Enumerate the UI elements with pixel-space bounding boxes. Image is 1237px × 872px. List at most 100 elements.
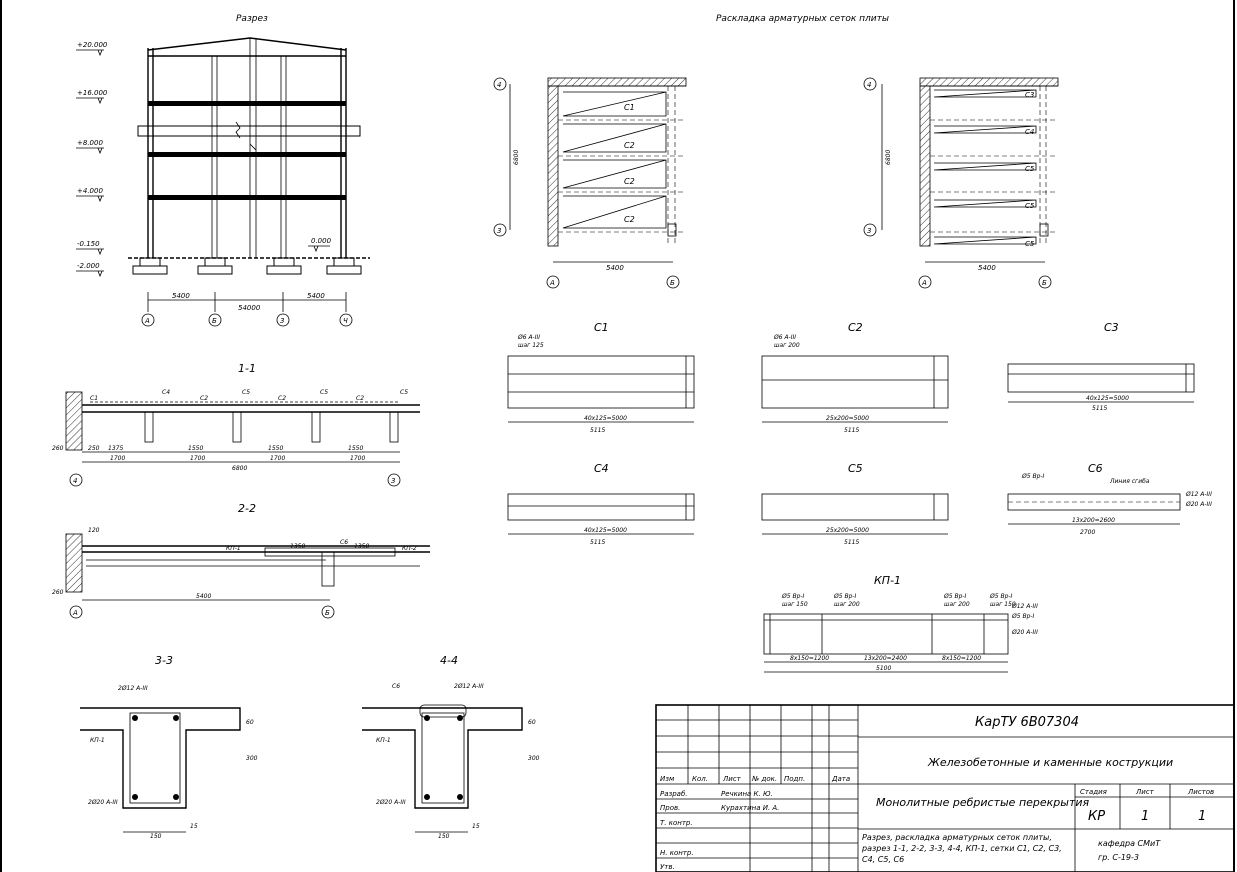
s44-300: 300 xyxy=(528,755,540,762)
section-2-2: 2-2 КП-1 КП-2 С6 1350 1350 120 5400 260 … xyxy=(52,502,430,619)
plan2-axis-b: Б xyxy=(1042,279,1047,287)
s11-1550b: 1550 xyxy=(268,445,283,452)
row-role-5: Утв. xyxy=(660,863,675,871)
c2-title: С2 xyxy=(848,321,863,334)
row-role-1: Пров. xyxy=(660,804,680,812)
mesh-label-c2-1: С2 xyxy=(624,141,635,150)
mesh-c5: С5 25х200=5000 5115 xyxy=(761,462,949,546)
s33-kp: КП-1 xyxy=(90,737,105,744)
s11-c2a: С2 xyxy=(200,395,208,402)
mesh-layout-title: Раскладка арматурных сеток плиты xyxy=(716,14,889,24)
s44-c6: С6 xyxy=(392,683,400,690)
s11-c5a: С5 xyxy=(242,389,250,396)
section-4-4: 4-4 С6 2Ø12 A-III КП-1 2Ø20 A-III 150 15… xyxy=(362,654,540,840)
mesh-c2: С2 Ø6 A-III шаг 200 25х200=5000 5115 xyxy=(761,321,949,434)
c6-r2: Ø20 A-III xyxy=(1185,501,1212,508)
s11-c5c: С5 xyxy=(400,389,408,396)
dim-bay-left: 5400 xyxy=(172,292,190,300)
plan2-dim-5400: 5400 xyxy=(978,264,996,272)
c6-title: С6 xyxy=(1088,462,1103,475)
stamp-group: гр. С-19-3 xyxy=(1098,853,1139,862)
s33-top: 2Ø12 A-III xyxy=(118,685,148,692)
s22-c6: С6 xyxy=(340,539,348,546)
s22-kp2: КП-2 xyxy=(402,545,417,552)
axis-3: 3 xyxy=(280,317,284,325)
plan-axis-3: 3 xyxy=(497,227,501,235)
s33-60: 60 xyxy=(246,719,254,726)
c6-axis: Линия сгиба xyxy=(1109,478,1150,485)
dim-bay-right: 5400 xyxy=(307,292,325,300)
mesh-label-c1: С1 xyxy=(624,103,635,112)
stamp-sheet-label: Лист xyxy=(1135,788,1155,796)
s22-axis-a: А xyxy=(72,609,78,617)
c1-title: С1 xyxy=(594,321,609,334)
c1-bar: Ø6 A-III xyxy=(517,334,540,341)
s11-c1: С1 xyxy=(90,395,98,402)
s11-6800: 6800 xyxy=(232,465,247,472)
stamp-stage: КР xyxy=(1088,809,1105,824)
kp1-r2: Ø5 Bp-I xyxy=(1011,613,1035,620)
plan2-axis-4: 4 xyxy=(867,81,871,89)
s44-15: 15 xyxy=(472,823,480,830)
c6-len: 13х200=2600 xyxy=(1072,517,1115,524)
kp1-total: 5100 xyxy=(876,665,891,672)
elev-16: +16.000 xyxy=(77,89,108,97)
mesh-c3: С3 40х125=5000 5115 xyxy=(1007,321,1195,412)
s22-axis-b: Б xyxy=(325,609,330,617)
row-name-0: Речкина К. Ю. xyxy=(721,790,773,798)
s11-1550a: 1550 xyxy=(188,445,203,452)
kp1-bar4: Ø5 Bp-I xyxy=(989,593,1013,600)
mesh-c6: С6 Ø5 Bp-I Линия сгиба Ø12 A-III Ø20 A-I… xyxy=(1007,462,1212,536)
stamp-title: Монолитные ребристые перекрытия xyxy=(876,796,1090,809)
s22-120: 120 xyxy=(88,527,100,534)
sec-1-1-title: 1-1 xyxy=(238,362,256,375)
stamp-dept: кафедра СМиТ xyxy=(1098,839,1161,848)
kp1-title: КП-1 xyxy=(874,574,901,587)
mesh-plan-right: С3 С4 С5 С5 С5 6800 4 3 5400 А Б xyxy=(863,77,1059,289)
s11-c5b: С5 xyxy=(320,389,328,396)
stamp-discipline: Железобетонные и каменные кострукции xyxy=(927,756,1173,769)
mesh-label-c2-2: С2 xyxy=(624,177,635,186)
s33-15: 15 xyxy=(190,823,198,830)
elev-0: 0.000 xyxy=(311,237,332,245)
kp1-step3: шаг 200 xyxy=(944,601,970,608)
c1-step: шаг 125 xyxy=(518,342,544,349)
s22-1350a: 1350 xyxy=(290,543,305,550)
s44-150: 150 xyxy=(438,833,450,840)
kp1-step1: шаг 150 xyxy=(782,601,808,608)
stamp-code: КарТУ 6В07304 xyxy=(975,715,1079,730)
mesh-plan-left: С1 С2 С2 С2 6800 4 3 5400 А Б xyxy=(493,77,687,289)
mesh-label-c5-1: С5 xyxy=(1025,165,1035,173)
c1-len: 40х125=5000 xyxy=(584,415,627,422)
kp1-bar1: Ø5 Bp-I xyxy=(781,593,805,600)
plan2-dim-6800: 6800 xyxy=(885,150,892,165)
s33-300: 300 xyxy=(246,755,258,762)
elev-m015: -0.150 xyxy=(77,240,100,248)
s33-150: 150 xyxy=(150,833,162,840)
s11-axis-3: 3 xyxy=(391,477,395,485)
mesh-label-c3: С3 xyxy=(1025,91,1034,99)
s44-60: 60 xyxy=(528,719,536,726)
kp1-step4: шаг 150 xyxy=(990,601,1016,608)
s11-c2c: С2 xyxy=(356,395,364,402)
col-doc: № док. xyxy=(751,775,777,783)
building-section: Разрез xyxy=(76,14,370,327)
plan-axis-b: Б xyxy=(670,279,675,287)
col-sign: Подп. xyxy=(784,775,805,783)
mesh-label-c2-3: С2 xyxy=(624,215,635,224)
sec-2-2-title: 2-2 xyxy=(238,502,256,515)
mesh-label-c5-3: С5 xyxy=(1025,240,1035,248)
c1-total: 5115 xyxy=(590,427,605,434)
section-1-1: 1-1 С1 С4 С2 С5 С2 С5 С2 С5 250 1375 155… xyxy=(52,362,420,487)
elev-m2: -2.000 xyxy=(77,262,100,270)
plan-dim-5400: 5400 xyxy=(606,264,624,272)
s11-250: 250 xyxy=(88,445,100,452)
c3-len: 40х125=5000 xyxy=(1086,395,1129,402)
kp1-step2: шаг 200 xyxy=(834,601,860,608)
s44-bot: 2Ø20 A-III xyxy=(376,799,406,806)
axis-a: А xyxy=(144,317,150,325)
s11-1700d: 1700 xyxy=(350,455,365,462)
plan2-axis-3: 3 xyxy=(867,227,871,235)
section-3-3: 3-3 2Ø12 A-III КП-1 2Ø20 A-III 150 15 60… xyxy=(80,654,258,840)
sec-3-3-title: 3-3 xyxy=(155,654,173,667)
